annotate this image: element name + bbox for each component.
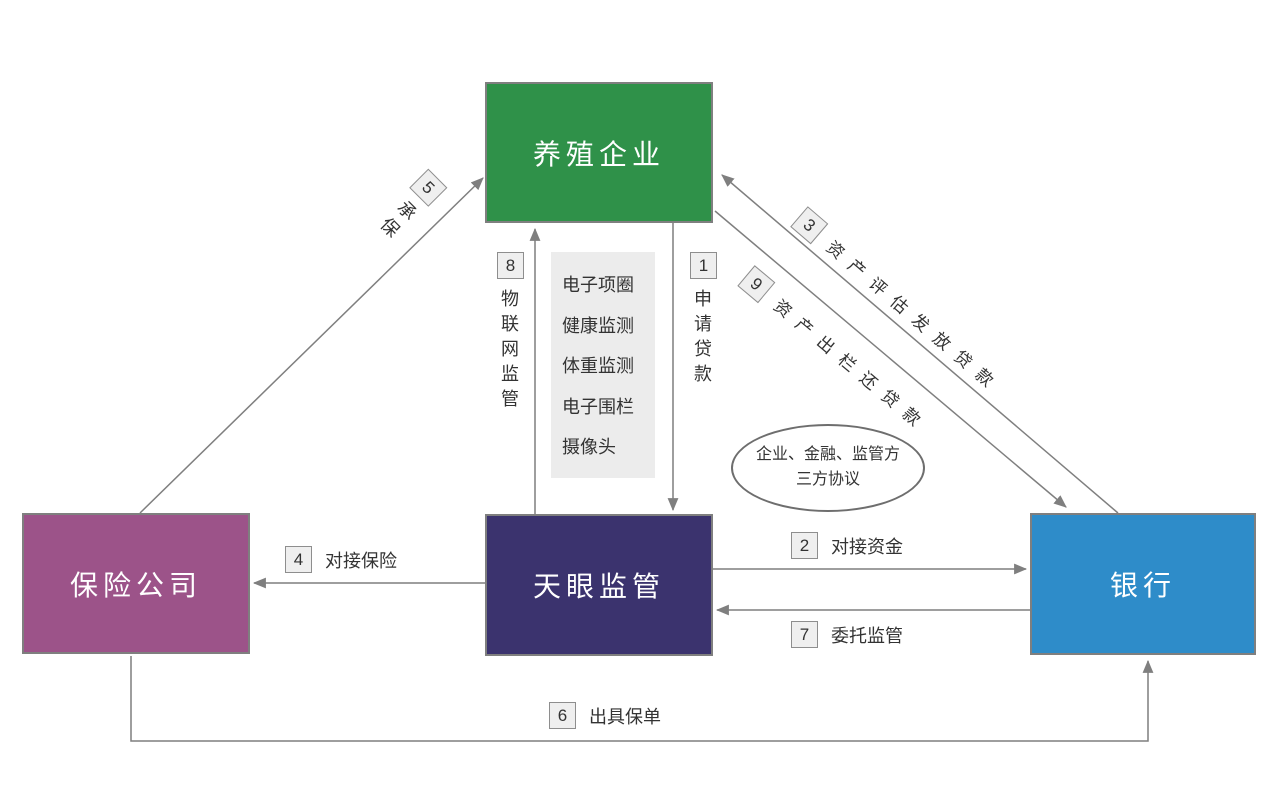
flow-8-number-badge: 8 xyxy=(497,252,524,279)
node-bank: 银行 xyxy=(1030,513,1256,655)
iot-item-weight-monitoring: 体重监测 xyxy=(562,356,634,376)
flow-6-text: 出具保单 xyxy=(589,706,661,727)
node-insurance-company: 保险公司 xyxy=(22,513,250,654)
flow-7-text: 委托监管 xyxy=(831,625,903,646)
iot-item-electronic-collar: 电子项圈 xyxy=(562,275,634,295)
node-insurance-company-label: 保险公司 xyxy=(69,569,202,601)
node-breeding-enterprise-label: 养殖企业 xyxy=(532,138,665,170)
flow-7-label: 7 委托监管 xyxy=(791,621,903,648)
agreement-line1: 企业、金融、监管方 xyxy=(755,446,900,464)
flow-9-arrow xyxy=(714,210,1067,508)
node-bank-label: 银行 xyxy=(1109,570,1176,601)
iot-item-electronic-fence: 电子围栏 xyxy=(562,396,634,417)
node-skyeye-supervision-label: 天眼监管 xyxy=(532,571,665,602)
flow-5-arrow xyxy=(139,177,484,514)
flow-4-text: 对接保险 xyxy=(325,550,397,571)
iot-item-health-monitoring: 健康监测 xyxy=(562,315,634,336)
flow-6-number-badge: 6 xyxy=(549,702,576,729)
flow-2-label: 2 对接资金 xyxy=(791,532,903,559)
flow-8-text: 物联网监管 xyxy=(499,289,519,414)
flow-1-number-badge: 1 xyxy=(690,252,717,279)
flow-6-label: 6 出具保单 xyxy=(549,702,661,729)
flow-2-number-badge: 2 xyxy=(791,532,818,559)
flow-4-number-badge: 4 xyxy=(285,546,312,573)
flow-4-label: 4 对接保险 xyxy=(285,546,397,573)
tri-party-agreement-ellipse: 企业、金融、监管方 三方协议 xyxy=(731,424,925,512)
flow-6-arrow xyxy=(130,656,1154,742)
iot-item-camera: 摄像头 xyxy=(562,437,616,457)
flow-7-number-badge: 7 xyxy=(791,621,818,648)
iot-monitoring-panel: 电子项圈 健康监测 体重监测 电子围栏 摄像头 xyxy=(551,252,655,478)
flow-2-text: 对接资金 xyxy=(831,536,903,557)
flow-1-text: 申请贷款 xyxy=(692,289,712,389)
node-breeding-enterprise: 养殖企业 xyxy=(485,82,713,223)
flow-3-arrow xyxy=(721,174,1119,514)
node-skyeye-supervision: 天眼监管 xyxy=(485,514,713,656)
agreement-line2: 三方协议 xyxy=(795,471,860,488)
